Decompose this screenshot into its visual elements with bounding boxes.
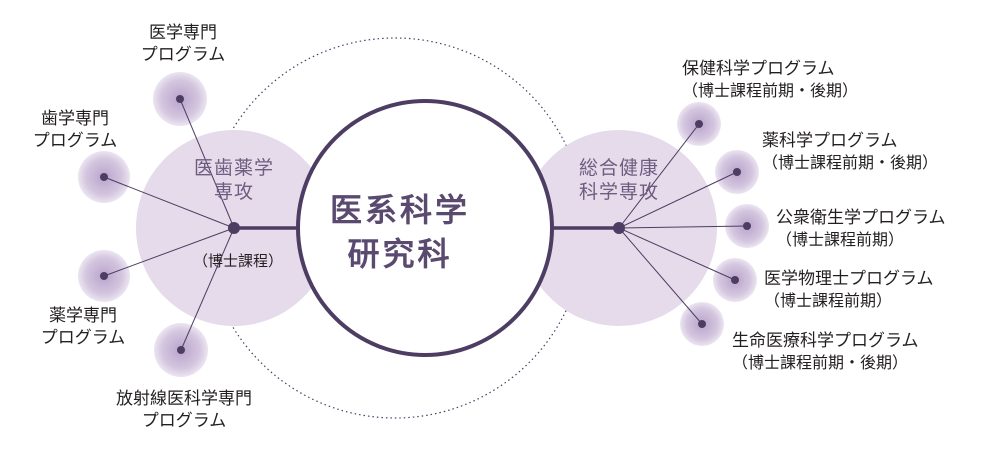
right-dept-line2: 科学専攻 [578, 181, 659, 203]
right-program-4-line2: （博士課程前期） [764, 291, 893, 310]
center-title: 医系科学 研究科 [300, 188, 500, 276]
left-hub-dot [228, 222, 240, 234]
left-dept-note: （博士課程） [192, 252, 283, 270]
right-program-label-2: 薬科学プログラム （博士課程前期・後期） [762, 130, 938, 174]
left-spokes [103, 98, 235, 351]
left-program-4-line1: 放射線医科学専門 [116, 389, 252, 409]
left-program-3-line2: プログラム [40, 328, 126, 348]
right-program-label-4: 医学物理士プログラム （博士課程前期） [764, 268, 934, 312]
right-program-2-line1: 薬科学プログラム [762, 131, 898, 151]
right-dept-label: 総合健康 科学専攻 [549, 156, 689, 204]
right-program-5-line2: （博士課程前期・後期） [732, 353, 909, 372]
left-program-2-line2: プログラム [32, 131, 118, 151]
left-program-3-line1: 薬学専門 [49, 306, 117, 326]
right-program-3-line2: （博士課程前期） [776, 230, 905, 249]
right-program-5-line1: 生命医療科学プログラム [732, 331, 919, 351]
center-circle [296, 99, 554, 357]
right-dept-line1: 総合健康 [578, 157, 659, 179]
right-program-label-3: 公衆衛生学プログラム （博士課程前期） [776, 207, 946, 251]
center-title-line2: 研究科 [347, 235, 453, 273]
right-program-label-5: 生命医療科学プログラム （博士課程前期・後期） [732, 330, 919, 374]
left-program-label-1: 医学専門 プログラム [118, 22, 248, 66]
left-dept-line2: 専攻 [213, 181, 254, 203]
right-spokes [618, 123, 748, 325]
right-node-dots [695, 120, 751, 328]
left-program-label-4: 放射線医科学専門 プログラム [84, 388, 284, 432]
right-hub-dot [613, 222, 625, 234]
left-program-label-2: 歯学専門 プログラム [10, 108, 140, 152]
right-program-3-line1: 公衆衛生学プログラム [776, 208, 946, 228]
left-node-dots [100, 95, 185, 354]
right-program-1-line1: 保健科学プログラム [682, 59, 835, 79]
right-program-4-line1: 医学物理士プログラム [764, 269, 934, 289]
left-program-1-line2: プログラム [140, 45, 226, 65]
left-program-4-line2: プログラム [141, 411, 227, 431]
left-dept-line1: 医歯薬学 [193, 157, 274, 179]
left-program-2-line1: 歯学専門 [41, 109, 109, 129]
left-program-label-3: 薬学専門 プログラム [18, 305, 148, 349]
center-title-line1: 医系科学 [329, 191, 470, 229]
right-program-2-line2: （博士課程前期・後期） [762, 153, 939, 172]
right-program-1-line2: （博士課程前期・後期） [682, 81, 859, 100]
left-dept-label: 医歯薬学 専攻 [164, 156, 304, 204]
right-program-label-1: 保健科学プログラム （博士課程前期・後期） [682, 58, 858, 102]
left-program-1-line1: 医学専門 [149, 23, 217, 43]
